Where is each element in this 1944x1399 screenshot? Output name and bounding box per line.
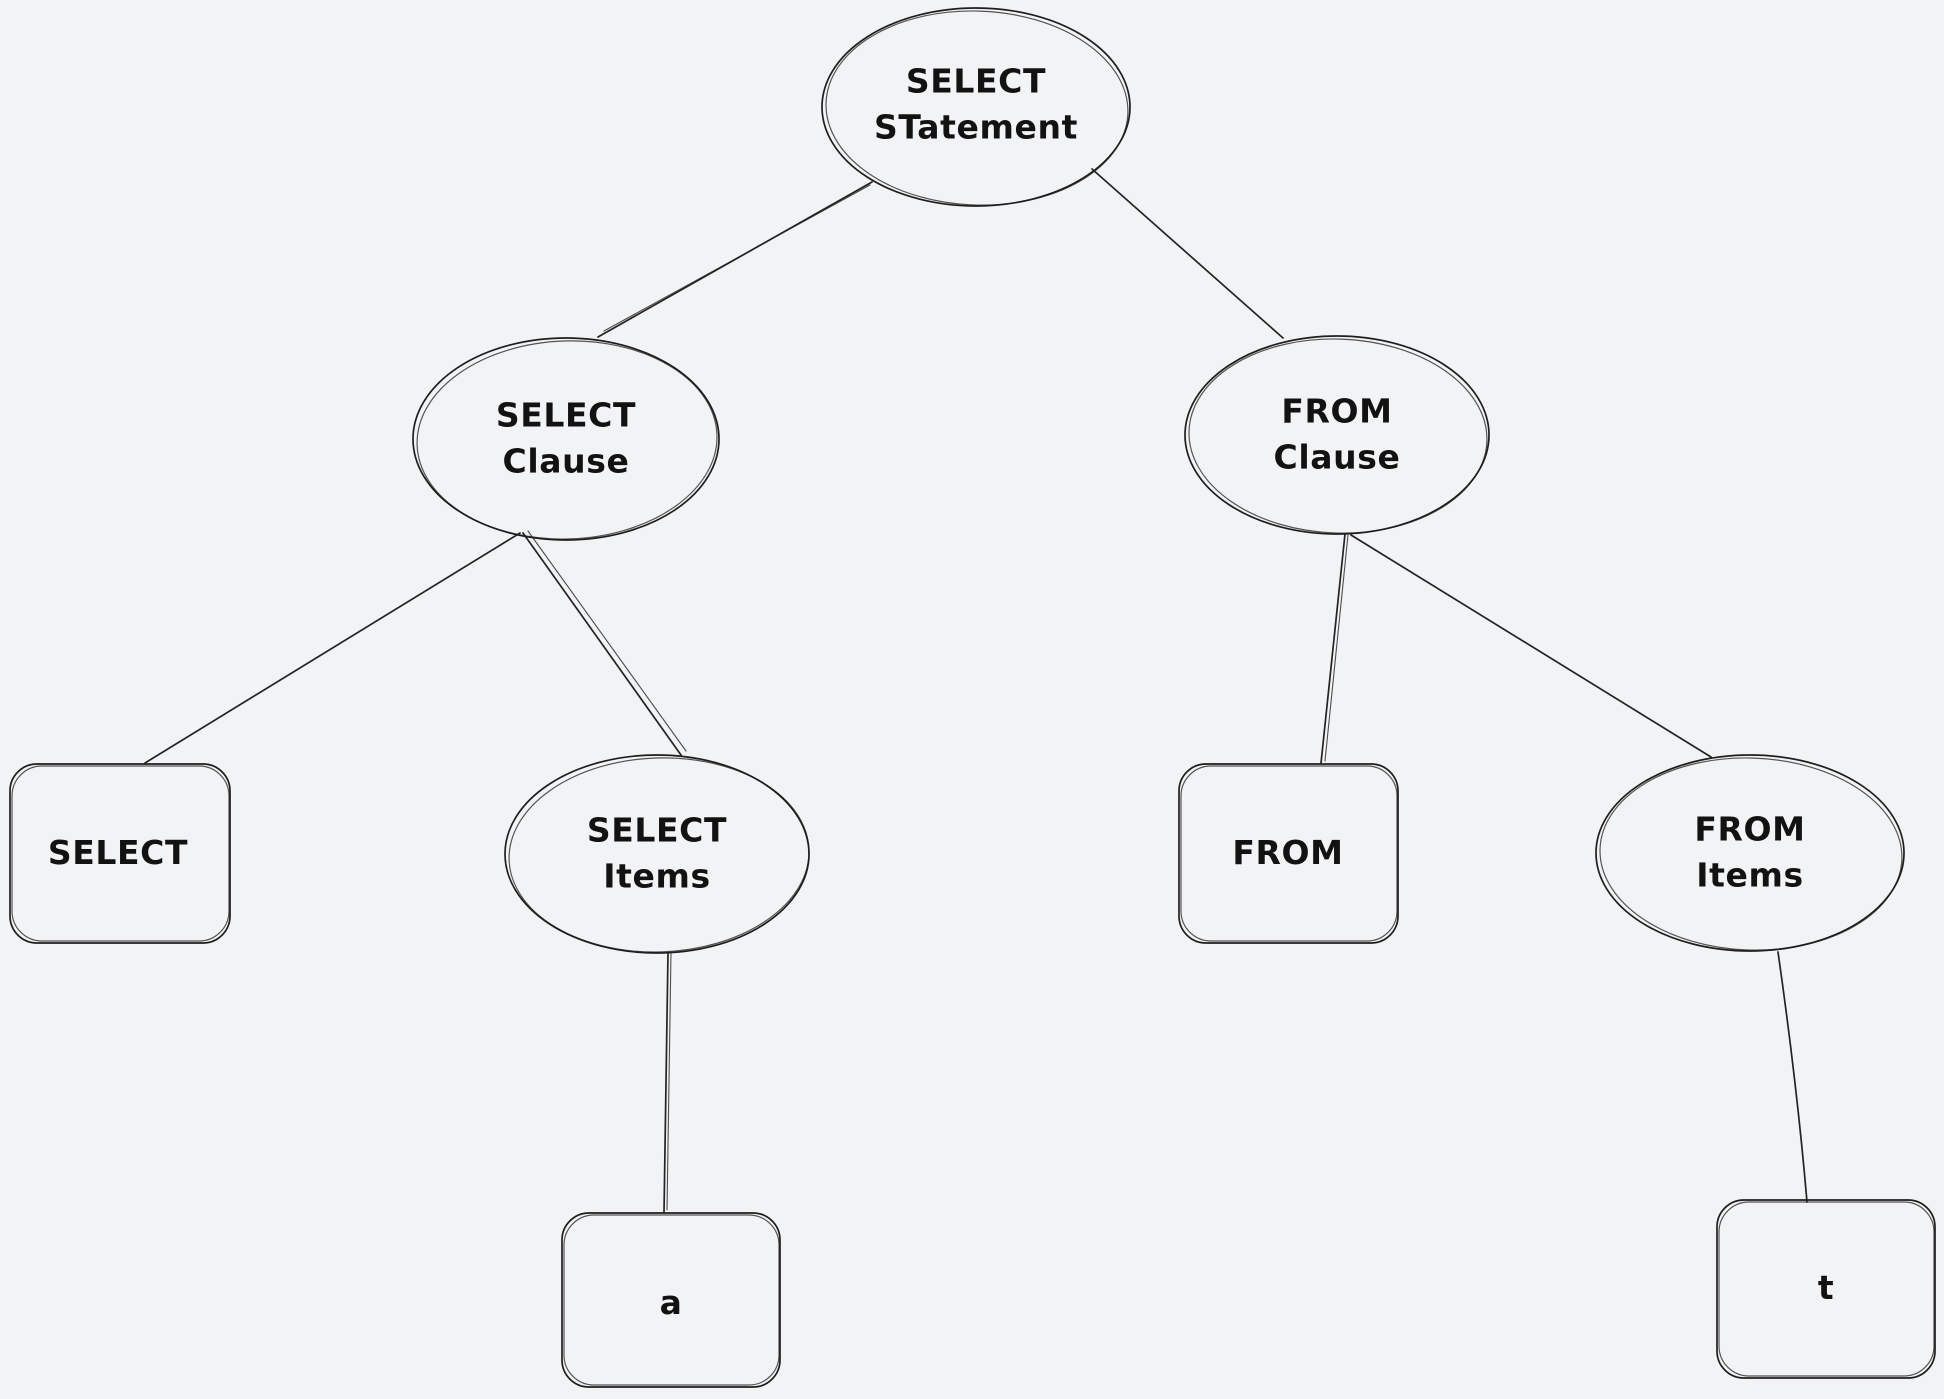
edge-from-items-item-t [1777,951,1808,1203]
edge-from-clause-from-keyword [1320,533,1346,764]
edge-select-items-item-a-sketch [666,951,672,1211]
node-from-items-sketch [1599,757,1903,951]
node-select-keyword-shape[interactable] [9,763,231,944]
node-item-t-sketch [1718,1201,1935,1377]
edge-select-statement-select-clause-sketch [603,184,871,332]
node-select-clause-sketch [416,340,718,540]
node-select-statement-sketch [825,10,1129,206]
node-item-a-sketch [563,1214,780,1386]
edge-select-statement-from-clause [1091,168,1284,339]
node-from-keyword-sketch [1180,765,1398,942]
node-select-items-sketch [508,757,810,953]
edges-layer [144,168,1808,1214]
node-from-clause-sketch [1188,338,1488,534]
node-from-keyword-shape[interactable] [1178,763,1399,944]
edge-from-clause-from-keyword-sketch [1324,534,1349,762]
edge-from-clause-from-items [1350,534,1712,758]
node-from-items-shape[interactable] [1595,754,1905,952]
edge-select-clause-select-items [522,532,682,756]
node-item-t-shape[interactable] [1716,1199,1936,1379]
node-select-statement-shape[interactable] [821,7,1131,207]
nodes-layer [9,7,1936,1388]
node-select-items-shape[interactable] [504,754,810,954]
edge-select-items-item-a [663,952,669,1214]
node-select-keyword-sketch [11,765,230,942]
edge-select-clause-select-keyword [144,532,521,764]
node-select-clause-shape[interactable] [412,337,720,541]
edge-select-clause-select-items-sketch [527,530,687,752]
node-from-clause-shape[interactable] [1184,335,1490,535]
node-item-a-shape[interactable] [561,1212,781,1388]
